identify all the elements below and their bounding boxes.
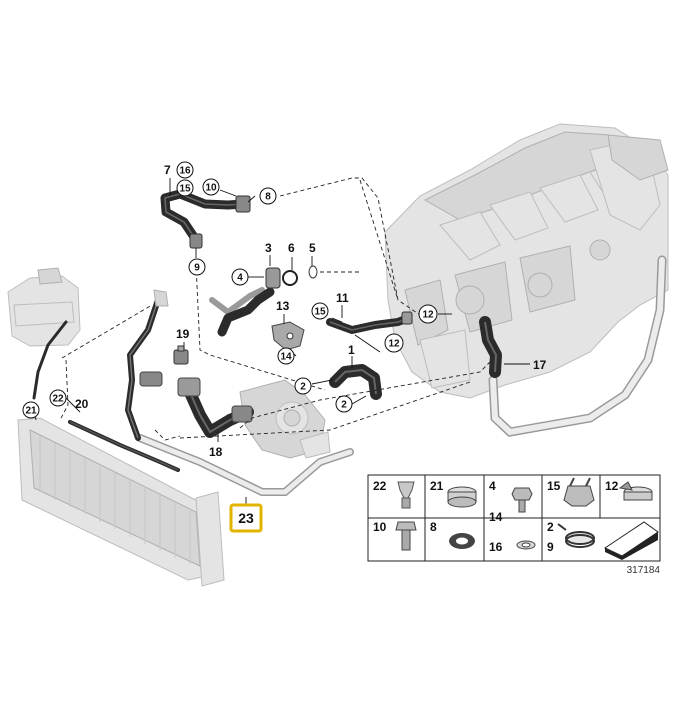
svg-text:15: 15 <box>314 307 326 318</box>
svg-text:14: 14 <box>280 352 292 363</box>
callout-2b: 2 <box>335 395 353 413</box>
svg-text:21: 21 <box>25 406 37 417</box>
legend-8: 8 <box>430 520 437 534</box>
part-19 <box>173 345 189 365</box>
hose-21 <box>32 320 68 400</box>
label-11: 11 <box>336 291 349 305</box>
legend-2: 2 <box>547 520 554 534</box>
svg-text:16: 16 <box>179 166 191 177</box>
spring-clamp-icon-2-9 <box>557 523 595 548</box>
hose-18 <box>125 289 254 441</box>
svg-text:23: 23 <box>238 510 254 526</box>
callout-2a: 2 <box>294 377 312 395</box>
legend-10: 10 <box>373 520 387 534</box>
expansion-tank-illustration <box>7 267 81 347</box>
hose-20 <box>68 420 180 472</box>
legend-14: 14 <box>489 510 503 524</box>
circled-callouts: 16 15 10 8 9 4 15 12 12 14 2 2 22 21 <box>22 161 438 419</box>
label-13: 13 <box>276 299 290 313</box>
svg-text:10: 10 <box>205 183 217 194</box>
svg-text:15: 15 <box>179 184 191 195</box>
hose-1 <box>329 364 382 400</box>
engine-block-illustration <box>384 123 669 399</box>
label-1: 1 <box>348 343 355 357</box>
callout-12b: 12 <box>384 333 404 353</box>
hose-17 <box>479 316 502 378</box>
holder-icon-15 <box>563 477 595 507</box>
pump-housing-illustration <box>239 379 331 459</box>
label-17: 17 <box>533 358 547 372</box>
svg-text:2: 2 <box>341 400 347 411</box>
service-note-icon <box>603 521 659 560</box>
callout-8: 8 <box>259 187 277 205</box>
clip-icon-22 <box>397 481 415 509</box>
part-labels: 7 3 6 5 13 11 1 17 19 18 20 <box>75 163 547 459</box>
seal-ring-icon-8 <box>449 533 475 549</box>
legend-22: 22 <box>373 479 387 493</box>
svg-text:22: 22 <box>52 394 64 405</box>
legend-15: 15 <box>547 479 561 493</box>
label-20: 20 <box>75 397 89 411</box>
svg-text:9: 9 <box>194 263 200 274</box>
hose-7 <box>160 189 251 249</box>
svg-text:8: 8 <box>265 192 271 203</box>
callout-21: 21 <box>22 401 40 419</box>
label-5: 5 <box>309 241 316 255</box>
clamp-icon-12 <box>618 481 653 501</box>
callout-15b: 15 <box>311 302 329 320</box>
bracket-13 <box>271 321 305 351</box>
callout-4: 4 <box>231 268 249 286</box>
legend-21: 21 <box>430 479 444 493</box>
label-18: 18 <box>209 445 223 459</box>
dashed-leaders <box>59 177 491 441</box>
pipe-23 <box>136 434 354 496</box>
label-19: 19 <box>176 327 190 341</box>
callout-22: 22 <box>49 389 67 407</box>
callout-9: 9 <box>188 258 206 276</box>
legend-12: 12 <box>605 479 619 493</box>
diagram-ref-code: 317184 <box>627 565 661 576</box>
callout-16: 16 <box>176 161 194 179</box>
washer-icon-16 <box>516 540 536 550</box>
svg-text:4: 4 <box>237 273 243 284</box>
callout-14: 14 <box>277 347 295 365</box>
callout-15: 15 <box>176 179 194 197</box>
radiator-illustration <box>17 417 225 587</box>
label-6: 6 <box>288 241 295 255</box>
svg-text:2: 2 <box>300 382 306 393</box>
callout-10: 10 <box>202 178 220 196</box>
legend-4: 4 <box>489 479 496 493</box>
svg-text:12: 12 <box>388 339 400 350</box>
hose-3-assembly <box>209 265 318 337</box>
hose-clamp-icon-21 <box>447 486 477 508</box>
small-parts-legend: 22 21 4 14 15 12 10 8 16 2 9 <box>367 474 661 562</box>
bolt-icon-4-14 <box>511 487 533 513</box>
highlight-label-23: 23 <box>229 503 263 533</box>
bolt-icon-10 <box>395 521 417 551</box>
label-7: 7 <box>164 163 171 177</box>
legend-16: 16 <box>489 540 503 554</box>
svg-text:12: 12 <box>422 310 434 321</box>
hose-11 <box>326 311 413 353</box>
legend-9: 9 <box>547 540 554 554</box>
label-3: 3 <box>265 241 272 255</box>
engine-return-pipe <box>488 255 667 437</box>
callout-12a: 12 <box>418 304 438 324</box>
